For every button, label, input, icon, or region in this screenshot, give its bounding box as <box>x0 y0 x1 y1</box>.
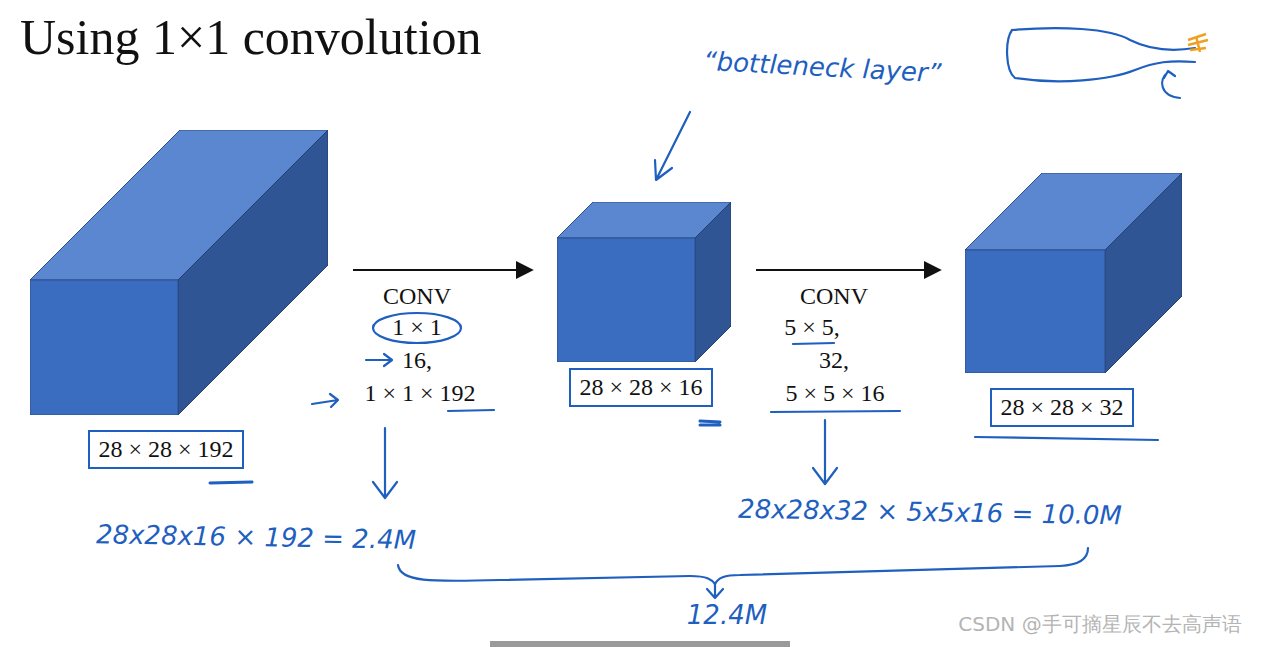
pointer-arrow <box>655 112 690 180</box>
dimension-label: 28 × 28 × 32 <box>990 388 1133 427</box>
bottle-cap <box>1188 34 1208 52</box>
player-bar <box>490 641 790 647</box>
conv-arrow <box>756 269 940 271</box>
handwritten-note: “bottleneck layer” <box>702 46 942 90</box>
feature-volume: 28 × 28 × 192 <box>30 130 328 415</box>
underline <box>210 482 252 483</box>
filter-shape: 1 × 1 × 192 <box>364 379 475 408</box>
cost-note: 28x28x32 × 5x5x16 = 10.0M <box>738 494 1122 532</box>
cuboid-front <box>965 250 1105 373</box>
kernel-size: 5 × 5, <box>784 313 840 342</box>
cost-total: 12.4M <box>687 600 767 631</box>
filter-count: 16, <box>402 346 432 375</box>
slide-title: Using 1×1 convolution <box>20 8 482 66</box>
dimension-label: 28 × 28 × 16 <box>569 368 712 407</box>
underline <box>448 410 494 411</box>
watermark: CSDN @手可摘星辰不去高声语 <box>958 612 1241 636</box>
cuboid-side <box>1105 173 1182 373</box>
cuboid-front <box>30 280 178 415</box>
brace <box>398 548 1088 584</box>
cuboid-front <box>557 238 695 362</box>
filter-shape: 5 × 5 × 16 <box>785 379 884 408</box>
circle-mark <box>373 313 461 343</box>
underline <box>700 421 720 425</box>
layer-type: CONV <box>800 282 868 311</box>
cuboid-shape <box>965 173 1182 373</box>
cuboid-side <box>695 202 731 362</box>
feature-volume: 28 × 28 × 16 <box>557 202 731 362</box>
down-arrow <box>707 584 723 598</box>
tick-arrow <box>312 394 338 407</box>
underline <box>975 437 1158 440</box>
dimension-label: 28 × 28 × 192 <box>88 430 243 469</box>
pointer-arrow <box>1162 71 1180 98</box>
underline <box>771 411 900 412</box>
cost-note: 28x28x16 × 192 = 2.4M <box>96 519 417 556</box>
cuboid-shape <box>557 202 731 362</box>
feature-volume: 28 × 28 × 32 <box>965 173 1182 373</box>
down-arrow <box>373 428 397 498</box>
layer-type: CONV <box>383 282 451 311</box>
underline <box>793 343 834 344</box>
tick-arrow <box>366 354 392 366</box>
filter-count: 32, <box>819 346 849 375</box>
cuboid-side <box>178 130 328 415</box>
kernel-size: 1 × 1 <box>392 313 442 342</box>
conv-arrow <box>353 269 532 271</box>
cuboid-shape <box>30 130 328 415</box>
down-arrow <box>813 420 837 484</box>
